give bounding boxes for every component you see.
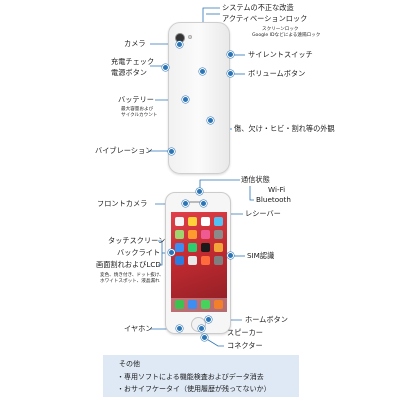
label-damage: 傷、欠け・ヒビ・割れ等の外観 <box>234 124 335 133</box>
marker-vibration <box>168 148 175 155</box>
other-notes-box: その他 ・専用ソフトによる機能検査およびデータ消去 ・おサイフケータイ（使用履歴… <box>103 355 299 397</box>
marker-volume <box>227 70 234 77</box>
label-lock-note-2: Google IDなどによる遠隔ロック <box>252 33 321 38</box>
marker-battery <box>182 96 189 103</box>
marker-screen <box>168 249 175 256</box>
notes-item-osaifu: ・おサイフケータイ（使用履歴が残ってないか） <box>117 385 271 393</box>
phone-front-image <box>165 192 231 334</box>
marker-silent <box>227 51 234 58</box>
marker-receiver <box>200 200 207 207</box>
label-lcd: 画面割れおよびLCD <box>96 260 161 269</box>
label-home: ホームボタン <box>245 315 288 324</box>
label-camera: カメラ <box>124 39 146 48</box>
label-touch: タッチスクリーン <box>108 236 166 245</box>
marker-front-camera <box>182 200 189 207</box>
label-lcd-note-2: ホワイトスポット、液晶漏れ <box>100 279 160 284</box>
label-lock-note-1: スクリーンロック <box>262 27 299 32</box>
marker-camera <box>176 41 183 48</box>
marker-home <box>205 316 212 323</box>
label-front-camera: フロントカメラ <box>97 199 148 208</box>
label-backlight: バックライト <box>117 248 161 257</box>
label-earphone: イヤホン <box>124 324 153 333</box>
rear-flash <box>188 35 192 39</box>
label-battery: バッテリー <box>118 95 154 104</box>
receiver-grille <box>189 201 207 203</box>
label-signal: 通信状態 <box>241 175 270 184</box>
label-sim: SIM認識 <box>247 251 275 260</box>
label-power-button: 電源ボタン <box>111 68 147 77</box>
notes-item-data-erase: ・専用ソフトによる機能検査およびデータ消去 <box>117 373 264 381</box>
marker-system <box>199 68 206 75</box>
label-vibration: バイブレーション <box>95 146 153 155</box>
label-receiver: レシーバー <box>245 209 281 218</box>
notes-heading: その他 <box>119 360 140 368</box>
marker-speaker <box>198 325 205 332</box>
label-battery-note-2: サイクルカウント <box>121 113 158 118</box>
label-battery-note-1: 最大容量および <box>121 107 154 112</box>
label-connector: コネクター <box>227 341 263 350</box>
marker-signal <box>196 188 203 195</box>
marker-earphone <box>176 325 183 332</box>
label-activation: アクティベーションロック <box>222 14 308 23</box>
label-silent: サイレントスイッチ <box>248 50 313 59</box>
label-speaker: スピーカー <box>227 328 263 337</box>
label-bluetooth: Bluetooth <box>256 195 291 204</box>
label-wifi: Wi-Fi <box>268 185 286 194</box>
marker-sim <box>227 252 234 259</box>
marker-charge <box>162 64 169 71</box>
label-lcd-note-1: 変色、焼き付き、ドット抜け、 <box>100 273 164 278</box>
label-volume: ボリュームボタン <box>248 69 306 78</box>
marker-connector <box>201 334 208 341</box>
label-charge-check: 充電チェック <box>111 57 155 66</box>
label-system: システムの不正な改造 <box>222 3 294 12</box>
marker-damage <box>207 117 214 124</box>
phone-screen <box>171 212 227 312</box>
